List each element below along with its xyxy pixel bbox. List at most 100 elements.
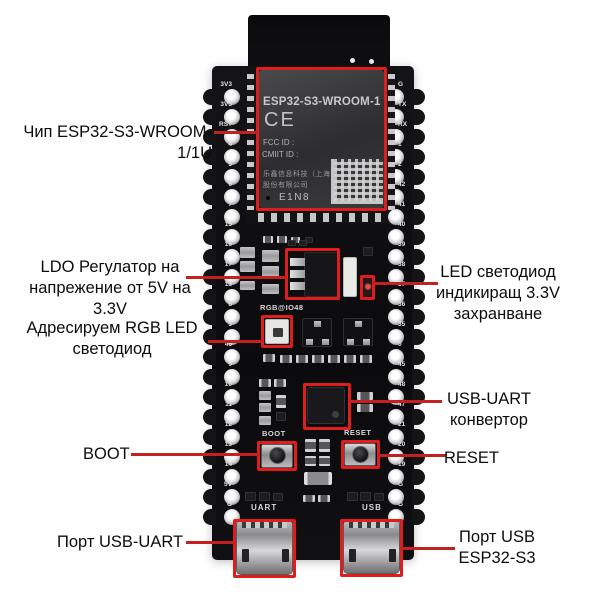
rgb-led-die: [273, 328, 283, 337]
smd-component: [259, 416, 271, 425]
pin-hole-left-5: [224, 189, 240, 205]
pin-tab-left-7: [203, 229, 216, 245]
silk-reset: RESET: [344, 428, 372, 437]
smd-component: [312, 355, 324, 363]
pin-hole-left-15: [224, 389, 240, 405]
pin-label-left-6: 6: [228, 181, 232, 188]
sot23-transistor: [343, 318, 373, 346]
pin-label-left-18: 18: [224, 281, 232, 288]
pin-tab-right-12: [412, 329, 425, 345]
callout-line-power-led: [373, 282, 438, 285]
manufacturer-text-line2: 股份有限公司: [263, 182, 308, 189]
pin-label-right-45: 45: [398, 361, 406, 368]
pin-label-left-3V3: 3V3: [220, 81, 232, 88]
pin-label-right-20: 20: [398, 441, 406, 448]
smd-component: [277, 236, 287, 243]
smd-component: [259, 492, 270, 501]
pin-hole-left-4: [224, 169, 240, 185]
smd-component: [240, 281, 255, 290]
pin-tab-left-5: [203, 189, 216, 205]
pin-label-right-41: 41: [398, 201, 406, 208]
pin-hole-left-7: [224, 229, 240, 245]
pin-label-right-G: G: [398, 501, 404, 508]
pin-hole-left-1: [224, 109, 240, 125]
pin-tab-left-11: [203, 309, 216, 325]
module-pads-right: [388, 74, 395, 210]
ldo-leg: [290, 258, 305, 266]
pin-hole-right-19: [388, 469, 404, 485]
pin-hole-left-11: [224, 309, 240, 325]
callout-line-chip: [214, 131, 258, 134]
callout-rgb: Адресируем RGB LED светодиод: [26, 319, 198, 358]
pin-label-right-TX: TX: [398, 101, 407, 108]
pin-hole-right-11: [388, 309, 404, 325]
smd-component: [363, 247, 373, 256]
pin-tab-right-21: [412, 509, 425, 525]
callout-line-usb-uart-port: [186, 541, 235, 544]
pin-hole-right-13: [388, 349, 404, 365]
highlight-box-power-led: [360, 275, 375, 300]
pin-tab-right-20: [412, 489, 425, 505]
callout-reset: RESET: [444, 449, 500, 467]
usb-slot: [389, 549, 396, 562]
pin-label-right-1: 1: [398, 141, 402, 148]
smd-component: [259, 391, 271, 400]
smd-component: [357, 392, 373, 400]
smd-component: [259, 403, 271, 412]
smd-component: [276, 412, 286, 421]
pin-label-right-21: 21: [398, 421, 406, 428]
pin-hole-left-13: [224, 349, 240, 365]
pin-tab-left-10: [203, 289, 216, 305]
smd-component: [299, 240, 307, 246]
pin-label-left-15: 15: [224, 221, 232, 228]
pin-hole-right-12: [388, 329, 404, 345]
highlight-box-boot: [257, 441, 297, 471]
pin-tab-right-7: [412, 229, 425, 245]
pin-label-right-48: 48: [398, 381, 406, 388]
smd-component: [280, 355, 292, 363]
sot23-transistor: [302, 318, 332, 347]
highlight-box-module: [256, 67, 387, 211]
pin-label-left-17: 17: [224, 261, 232, 268]
smd-component: [259, 379, 271, 387]
callout-line-reset: [378, 454, 446, 457]
smd-component: [273, 493, 283, 501]
pin-label-left-8: 8: [228, 301, 232, 308]
pin-hole-right-18: [388, 449, 404, 465]
pin-tab-right-19: [412, 469, 425, 485]
pin-hole-left-8: [224, 249, 240, 265]
pin-tab-right-0: [412, 89, 425, 105]
callout-line-uart-chip: [349, 400, 442, 403]
pin-tab-right-9: [412, 269, 425, 285]
pin-hole-left-17: [224, 429, 240, 445]
datamatrix-code: [331, 159, 383, 204]
power-led: [364, 279, 372, 296]
pin-tab-left-19: [203, 469, 216, 485]
pin-label-left-5V: 5V: [224, 481, 232, 488]
highlight-box-usb-uart-port: [233, 519, 296, 578]
smd-component: [303, 495, 315, 502]
smd-component: [262, 284, 279, 294]
cmiit-id-text: CMIIT ID :: [262, 150, 299, 159]
callout-boot: BOOT: [83, 445, 130, 463]
pin-hole-right-14: [388, 369, 404, 385]
highlight-box-reset: [341, 440, 380, 469]
pin-label-right-2: 2: [398, 161, 402, 168]
usb-uart-chip: [307, 387, 345, 424]
pin-tab-left-14: [203, 369, 216, 385]
silk-usb: USB: [362, 503, 382, 512]
pin-hole-right-9: [388, 269, 404, 285]
ldo-leg: [290, 270, 305, 278]
pin-tab-left-16: [203, 409, 216, 425]
smd-component: [263, 354, 275, 362]
smd-component: [347, 492, 358, 501]
pin-label-right-G: G: [398, 481, 404, 488]
smd-component: [262, 266, 279, 278]
pin-label-right-RX: RX: [398, 121, 408, 128]
pin-label-right-0: 0: [398, 341, 402, 348]
pin-hole-right-17: [388, 429, 404, 445]
pin-tab-left-6: [203, 209, 216, 225]
smd-component: [296, 355, 308, 363]
rgb-led: [265, 319, 289, 344]
